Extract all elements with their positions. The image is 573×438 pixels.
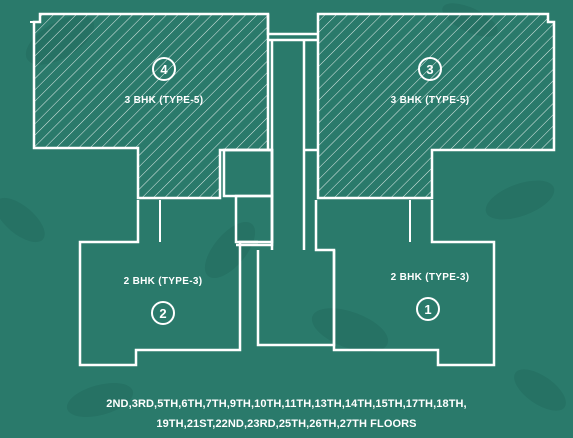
core-corridor [222,14,336,347]
unit-3-label: 3 BHK (TYPE-5) [390,95,470,106]
unit-2-label: 2 BHK (TYPE-3) [123,276,203,287]
unit-2-area [78,200,258,367]
unit-1-area [314,200,496,367]
unit-3-area [316,12,556,200]
unit-4-label: 3 BHK (TYPE-5) [124,95,204,106]
floors-caption-line-2: 19TH,21ST,22ND,23RD,25TH,26TH,27TH FLOOR… [156,418,417,430]
unit-4-area [32,12,270,200]
unit-3-number: 3 [418,57,442,81]
unit-1-label: 2 BHK (TYPE-3) [390,272,470,283]
unit-1-number: 1 [416,297,440,321]
unit-2-number: 2 [151,301,175,325]
unit-4-number: 4 [152,57,176,81]
floors-caption-line-1: 2ND,3RD,5TH,6TH,7TH,9TH,10TH,11TH,13TH,1… [106,398,467,410]
